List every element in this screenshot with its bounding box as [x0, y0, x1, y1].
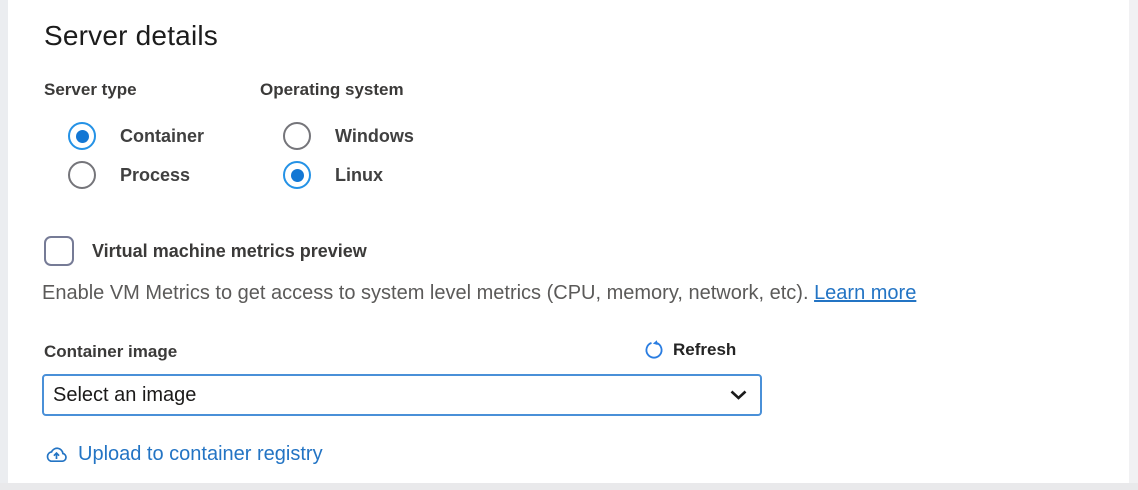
radio-button-icon: [68, 122, 96, 150]
radio-server-type-container[interactable]: Container: [68, 122, 204, 150]
vm-metrics-checkbox[interactable]: Virtual machine metrics preview: [44, 236, 367, 266]
refresh-button-label: Refresh: [673, 340, 737, 359]
vm-metrics-checkbox-label: Virtual machine metrics preview: [92, 240, 367, 261]
upload-to-registry-link[interactable]: Upload to container registry: [44, 443, 323, 466]
refresh-icon: [645, 340, 663, 359]
page-gutter-right: [1129, 0, 1138, 490]
radio-os-windows[interactable]: Windows: [283, 122, 414, 150]
refresh-button[interactable]: Refresh: [644, 340, 736, 360]
container-image-dropdown[interactable]: Select an image: [42, 374, 762, 416]
radio-label: Container: [120, 125, 205, 146]
radio-server-type-process[interactable]: Process: [68, 161, 190, 189]
container-image-dropdown-value: Select an image: [53, 383, 197, 406]
page-gutter-left: [0, 0, 8, 490]
vm-metrics-description: Enable VM Metrics to get access to syste…: [42, 280, 916, 306]
radio-button-icon: [68, 161, 96, 189]
radio-button-icon: [283, 122, 311, 150]
container-image-label: Container image: [44, 342, 178, 361]
operating-system-group-label: Operating system: [260, 80, 404, 99]
chevron-down-icon: [730, 390, 747, 400]
cloud-upload-icon: [46, 447, 67, 463]
checkbox-icon: [44, 236, 74, 266]
server-type-group-label: Server type: [44, 80, 137, 99]
radio-label: Windows: [335, 125, 414, 146]
upload-to-registry-label: Upload to container registry: [78, 443, 323, 465]
radio-label: Process: [120, 164, 191, 185]
page-gutter-bottom: [0, 483, 1138, 490]
learn-more-link[interactable]: Learn more: [814, 282, 917, 304]
radio-label: Linux: [335, 164, 383, 185]
section-title: Server details: [44, 20, 218, 51]
radio-os-linux[interactable]: Linux: [283, 161, 383, 189]
radio-button-icon: [283, 161, 311, 189]
vm-metrics-description-text: Enable VM Metrics to get access to syste…: [42, 282, 815, 304]
